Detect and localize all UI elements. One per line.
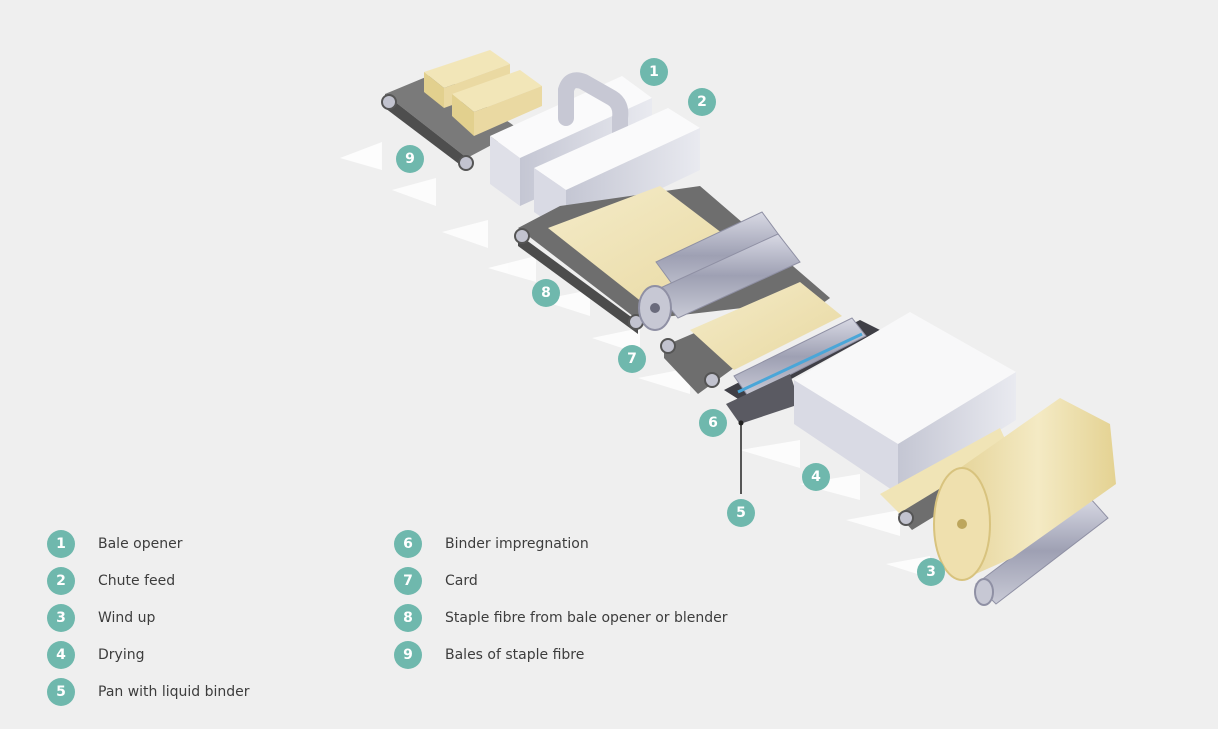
bales-of-staple-fibre bbox=[381, 50, 542, 171]
legend-label: Binder impregnation bbox=[445, 535, 589, 552]
pan-with-liquid-binder bbox=[726, 374, 800, 494]
legend-label: Card bbox=[445, 572, 478, 589]
legend-item: 1 Bale opener bbox=[47, 525, 250, 562]
legend-item: 4 Drying bbox=[47, 636, 250, 673]
legend-left-column: 1 Bale opener 2 Chute feed 3 Wind up 4 D… bbox=[47, 525, 250, 710]
legend-label: Drying bbox=[98, 646, 145, 663]
wind-up bbox=[898, 398, 1116, 606]
legend-label: Bales of staple fibre bbox=[445, 646, 585, 663]
legend-label: Pan with liquid binder bbox=[98, 683, 250, 700]
legend-badge: 1 bbox=[47, 529, 75, 558]
flow-arrows bbox=[340, 142, 930, 578]
legend-label: Wind up bbox=[98, 609, 156, 626]
legend-badge: 9 bbox=[394, 640, 422, 669]
badge-binder-impregnation: 6 bbox=[699, 409, 727, 437]
legend-item: 9 Bales of staple fibre bbox=[394, 636, 728, 673]
legend-item: 7 Card bbox=[394, 562, 728, 599]
badge-drying: 4 bbox=[802, 463, 830, 491]
card bbox=[638, 211, 842, 394]
legend-item: 8 Staple fibre from bale opener or blend… bbox=[394, 599, 728, 636]
legend-label: Chute feed bbox=[98, 572, 176, 589]
badge-wind-up: 3 bbox=[917, 558, 945, 586]
legend-item: 5 Pan with liquid binder bbox=[47, 673, 250, 710]
legend-label: Bale opener bbox=[98, 535, 183, 552]
legend-badge: 7 bbox=[394, 566, 422, 595]
legend: 1 Bale opener 2 Chute feed 3 Wind up 4 D… bbox=[47, 525, 847, 715]
legend-badge: 3 bbox=[47, 603, 75, 632]
legend-badge: 2 bbox=[47, 566, 75, 595]
binder-impregnation bbox=[724, 317, 880, 404]
legend-badge: 5 bbox=[47, 677, 75, 706]
legend-item: 2 Chute feed bbox=[47, 562, 250, 599]
legend-item: 6 Binder impregnation bbox=[394, 525, 728, 562]
legend-label: Staple fibre from bale opener or blender bbox=[445, 609, 728, 626]
legend-item: 3 Wind up bbox=[47, 599, 250, 636]
badge-bales-of-staple-fibre: 9 bbox=[396, 145, 424, 173]
badge-staple-fibre-web: 8 bbox=[532, 279, 560, 307]
legend-right-column: 6 Binder impregnation 7 Card 8 Staple fi… bbox=[394, 525, 728, 673]
badge-bale-opener: 1 bbox=[640, 58, 668, 86]
badge-card: 7 bbox=[618, 345, 646, 373]
legend-badge: 6 bbox=[394, 529, 422, 558]
drying bbox=[794, 312, 1016, 520]
badge-chute-feed: 2 bbox=[688, 88, 716, 116]
badge-pan-with-liquid-binder: 5 bbox=[727, 499, 755, 527]
legend-badge: 4 bbox=[47, 640, 75, 669]
legend-badge: 8 bbox=[394, 603, 422, 632]
